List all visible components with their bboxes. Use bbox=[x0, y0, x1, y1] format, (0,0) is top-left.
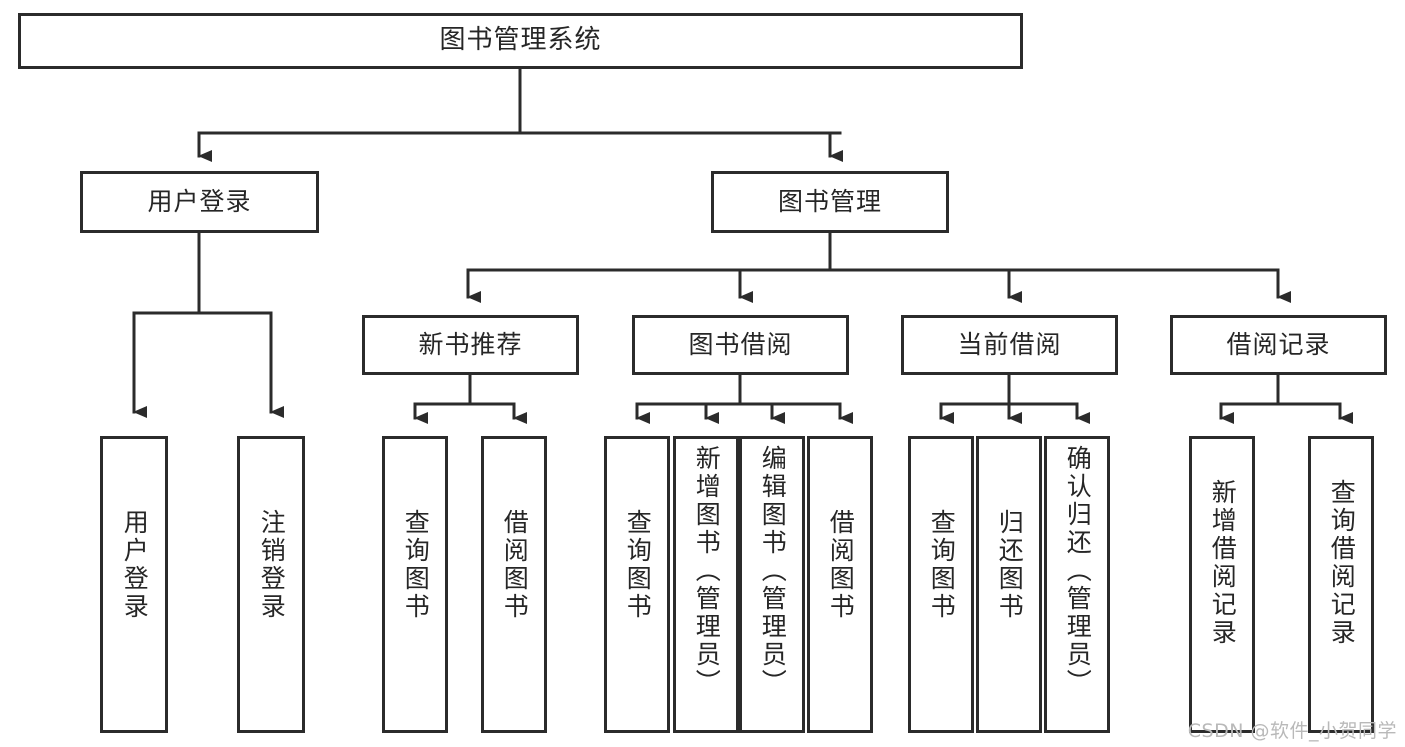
csdn-watermark: CSDN @软件_小贺同学 bbox=[1187, 720, 1397, 742]
node-new-book-recommend[interactable]: 新书推荐 bbox=[362, 315, 579, 375]
leaf-label: 用户登录 bbox=[120, 509, 150, 621]
leaf-add-book-admin[interactable]: 新增图书（管理员） bbox=[673, 436, 739, 733]
leaf-label: 新增图书（管理员） bbox=[692, 445, 722, 697]
leaf-label: 注销登录 bbox=[257, 509, 287, 621]
node-root-book-management-system[interactable]: 图书管理系统 bbox=[18, 13, 1023, 69]
leaf-confirm-return-admin[interactable]: 确认归还（管理员） bbox=[1044, 436, 1110, 733]
leaf-user-login[interactable]: 用户登录 bbox=[100, 436, 168, 733]
leaf-edit-book-admin[interactable]: 编辑图书（管理员） bbox=[739, 436, 805, 733]
node-book-borrow[interactable]: 图书借阅 bbox=[632, 315, 849, 375]
leaf-query-book-borrow[interactable]: 查询图书 bbox=[604, 436, 670, 733]
leaf-label: 新增借阅记录 bbox=[1208, 479, 1238, 647]
leaf-label: 查询图书 bbox=[927, 509, 957, 621]
node-user-login[interactable]: 用户登录 bbox=[80, 171, 319, 233]
leaf-label: 确认归还（管理员） bbox=[1063, 445, 1093, 697]
node-label: 图书管理系统 bbox=[439, 25, 602, 55]
leaf-return-book[interactable]: 归还图书 bbox=[976, 436, 1042, 733]
node-label: 当前借阅 bbox=[957, 329, 1062, 359]
leaf-label: 查询图书 bbox=[401, 509, 431, 621]
leaf-label: 归还图书 bbox=[995, 509, 1025, 621]
leaf-label: 借阅图书 bbox=[826, 509, 856, 621]
node-current-borrow[interactable]: 当前借阅 bbox=[901, 315, 1118, 375]
leaf-add-borrow-record[interactable]: 新增借阅记录 bbox=[1189, 436, 1255, 733]
leaf-label: 编辑图书（管理员） bbox=[758, 445, 788, 697]
leaf-label: 查询图书 bbox=[623, 509, 653, 621]
leaf-borrow-book[interactable]: 借阅图书 bbox=[807, 436, 873, 733]
leaf-label: 借阅图书 bbox=[500, 509, 530, 621]
node-label: 图书借阅 bbox=[688, 329, 793, 359]
node-book-management[interactable]: 图书管理 bbox=[711, 171, 949, 233]
leaf-query-book-recommend[interactable]: 查询图书 bbox=[382, 436, 448, 733]
leaf-query-book-current[interactable]: 查询图书 bbox=[908, 436, 974, 733]
node-label: 用户登录 bbox=[147, 186, 252, 216]
leaf-query-borrow-record[interactable]: 查询借阅记录 bbox=[1308, 436, 1374, 733]
node-label: 借阅记录 bbox=[1226, 329, 1331, 359]
node-borrow-record[interactable]: 借阅记录 bbox=[1170, 315, 1387, 375]
leaf-logout-login[interactable]: 注销登录 bbox=[237, 436, 305, 733]
leaf-label: 查询借阅记录 bbox=[1327, 479, 1357, 647]
node-label: 图书管理 bbox=[777, 186, 882, 216]
node-label: 新书推荐 bbox=[418, 329, 523, 359]
leaf-borrow-book-recommend[interactable]: 借阅图书 bbox=[481, 436, 547, 733]
